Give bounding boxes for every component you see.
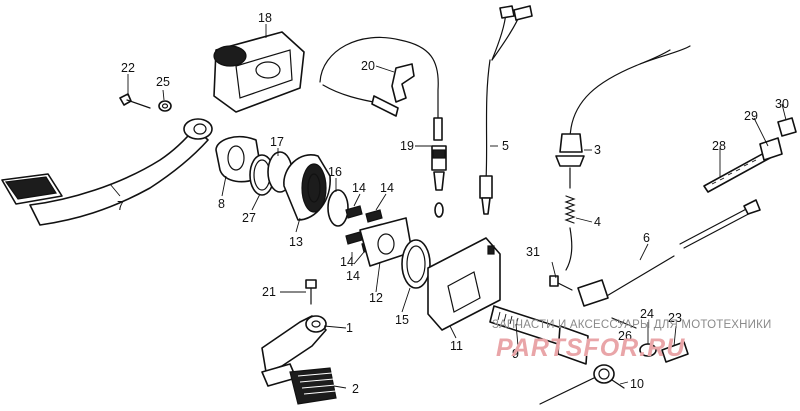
callout-16: 16 [328,165,342,179]
drum-13-part [283,154,331,221]
callout-11: 11 [450,339,463,353]
watermark-logo: PARTSFOR.RU [496,334,685,362]
bolt-23-part [661,341,689,363]
callout-12: 12 [369,291,383,305]
watermark-caption: ЗАПЧАСТИ И АКСЕССУАРЫ ДЛЯ МОТОТЕХНИКИ [492,319,772,331]
callout-labels: 18 22 25 20 19 5 3 4 28 29 30 6 7 8 27 1… [117,11,789,396]
cable-adjuster-part [555,45,691,189]
wiring-harness-part [479,5,533,215]
callout-8: 8 [218,197,225,211]
bolt-21-part [305,279,317,305]
callout-31: 31 [526,245,540,259]
bolt-31-part [549,275,573,291]
return-spring-4-part [564,195,576,271]
callout-21: 21 [262,285,276,299]
callout-18: 18 [258,11,272,25]
brake-rod-part [577,199,761,307]
adjuster-rod-part [703,151,771,193]
callout-14c: 14 [340,255,354,269]
pin-26-part [611,317,637,329]
foot-peg-2-part [261,363,337,405]
cable-clamp-part [319,36,439,119]
cover-11-part [427,237,501,331]
washer-25-part [158,100,172,112]
bolt-22-part [119,93,151,109]
lever-arm-1-part [261,315,327,373]
pedal-arm-part [1,118,213,226]
callout-14d: 14 [346,269,360,283]
callout-19: 19 [400,139,414,153]
callout-3: 3 [594,143,601,157]
ring-16-part [327,189,349,227]
callout-30: 30 [775,97,789,111]
callout-27: 27 [242,211,256,225]
spring-10-part [539,364,625,405]
callout-4: 4 [594,215,601,229]
callout-13: 13 [289,235,303,249]
adjuster-nut-part [759,117,797,161]
callout-10: 10 [630,377,644,391]
callout-5: 5 [502,139,509,153]
callout-24: 24 [640,307,654,321]
callout-14a: 14 [352,181,366,195]
callout-29: 29 [744,109,758,123]
callout-9: 9 [512,347,519,361]
watermark: ЗАПЧАСТИ И АКСЕССУАРЫ ДЛЯ МОТОТЕХНИКИ PA… [492,319,772,362]
callout-28: 28 [712,139,726,153]
master-cylinder-part [213,31,305,113]
callout-26: 26 [618,329,632,343]
callout-1: 1 [346,321,353,335]
callout-17: 17 [270,135,284,149]
ring-15-part [401,239,431,289]
shaft-9-part [489,305,589,365]
leader-lines [109,24,787,389]
callout-22: 22 [121,61,135,75]
callout-14b: 14 [380,181,394,195]
callout-25: 25 [156,75,170,89]
callout-15: 15 [395,313,409,327]
callout-2: 2 [352,382,359,396]
callout-23: 23 [668,311,682,325]
callout-6: 6 [643,231,650,245]
callout-7: 7 [117,199,124,213]
brake-switch-part [431,117,447,218]
callout-20: 20 [361,59,375,73]
